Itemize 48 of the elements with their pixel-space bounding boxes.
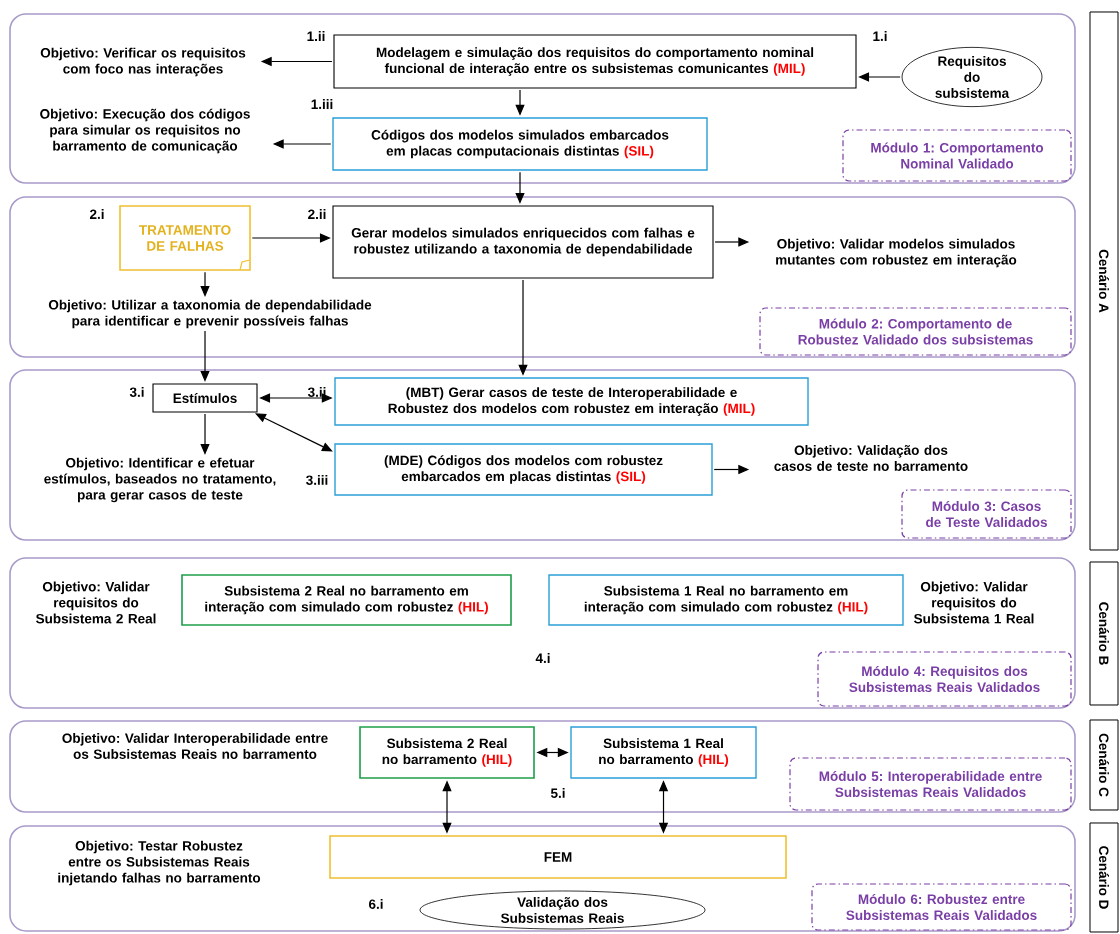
arrow [200, 271, 210, 297]
process-box: Códigos dos modelos simulados embarcados em placas computacionais distintas (SIL) [332, 117, 708, 171]
process-box: Subsistema 2 Real no barramento (HIL) [359, 726, 535, 779]
process-box: (MDE) Códigos dos modelos com robustez embarcados em placas distintas (SIL) [334, 443, 713, 496]
step-number: 5.i [550, 788, 565, 798]
module-box: Módulo 1: Comportamento Nominal Validado [842, 129, 1072, 182]
note-box: TRATAMENTO DE FALHAS [119, 205, 251, 271]
module-box: Módulo 5: Interoperabilidade entre Subsistemas Reais Validados [789, 757, 1072, 811]
objective-text: Objetivo: Validação dos casos de teste no barramento [774, 445, 968, 471]
module-box: Módulo 3: Casos de Teste Validados [901, 489, 1072, 539]
process-box: Subsistema 2 Real no barramento em interação com simulado com robustez (HIL) [181, 574, 512, 626]
step-number: 1.iii [311, 99, 333, 109]
process-box: (MBT) Gerar casos de teste de Interoperabilidade e Robustez dos modelos com robustez em interação (MIL) [334, 377, 809, 426]
step-number: 2.i [89, 209, 104, 219]
process-box: Modelagem e simulação dos requisitos do comportamento nominal funcional de interação entre os subsistemas comunicantes (MIL) [333, 34, 857, 89]
scenario-box: Cenário C [1089, 719, 1119, 811]
step-number: 2.ii [308, 209, 326, 219]
step-number: 6.i [369, 899, 383, 909]
module-box: Módulo 4: Requisitos dos Subsistemas Reais Validados [817, 651, 1072, 707]
objective-text: Objetivo: Validar modelos simulados mutantes com robustez em interação [776, 238, 1017, 268]
process-box: Subsistema 1 Real no barramento (HIL) [570, 726, 757, 779]
objective-text: Objetivo: Identificar e efetuar estímulos, baseados no tratamento, para gerar casos de teste [44, 457, 276, 503]
step-number: 4.i [535, 653, 550, 663]
process-box: Gerar modelos simulados enriquecidos com falhas e robustez utilizando a taxonomia de dependabilidade [332, 205, 714, 279]
process-box: FEM [329, 835, 787, 879]
module-panel [9, 369, 1076, 541]
step-number: 1.i [873, 31, 887, 41]
objective-text: Objetivo: Execução dos códigos para simular os requisitos no barramento de comunicação [40, 108, 250, 154]
objective-text: Objetivo: Validar requisitos do Subsistema 2 Real [36, 581, 156, 624]
process-box: Subsistema 1 Real no barramento em interação com simulado com robustez (HIL) [548, 574, 904, 626]
objective-text: Objetivo: Testar Robustez entre os Subsistemas Reais injetando falhas no barramento [58, 840, 261, 886]
scenario-box: Cenário D [1089, 822, 1119, 933]
scenario-box: Cenário A [1089, 11, 1119, 551]
module-panel [9, 196, 1076, 358]
objective-text: Objetivo: Verificar os requisitos com foco nas interações [40, 47, 246, 77]
step-number: 3.ii [307, 387, 326, 397]
scenario-box: Cenário B [1089, 561, 1119, 706]
objective-text: Objetivo: Validar requisitos do Subsistema 1 Real [914, 581, 1034, 624]
module-box: Módulo 6: Robustez entre Subsistemas Reais Validados [811, 883, 1072, 931]
objective-text: Objetivo: Utilizar a taxonomia de dependabilidade para identificar e prevenir possíveis falhas [48, 299, 372, 329]
module-box: Módulo 2: Comportamento de Robustez Validado dos subsistemas [759, 307, 1072, 356]
module-panel [9, 825, 1076, 932]
module-panel [9, 557, 1076, 709]
objective-text: Objetivo: Validar Interoperabilidade entre os Subsistemas Reais no barramento [62, 733, 328, 759]
process-box: Estímulos [152, 383, 258, 413]
module-panel [9, 13, 1076, 184]
module-panel [9, 720, 1076, 813]
step-number: 1.ii [307, 31, 325, 41]
